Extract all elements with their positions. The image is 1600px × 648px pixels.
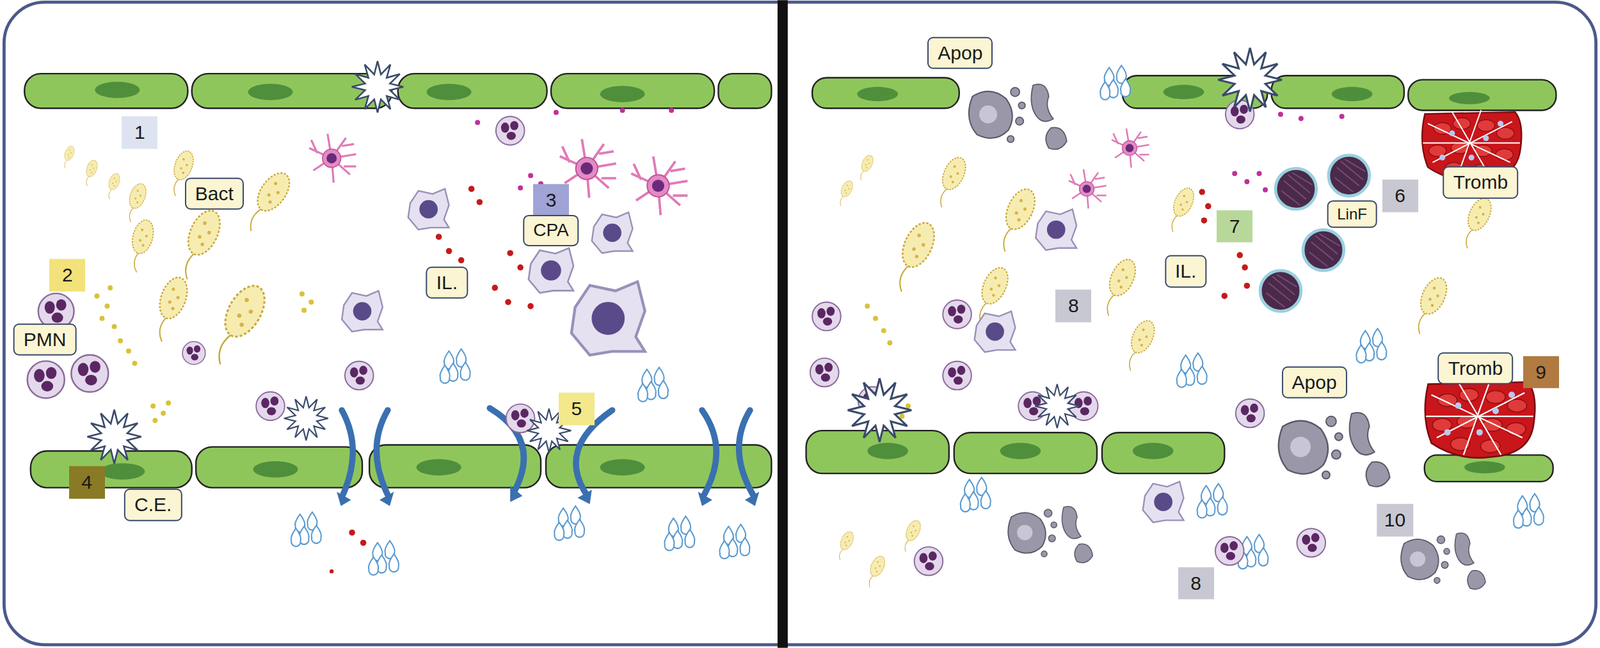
apoptotic-cells <box>968 84 1486 590</box>
callout-number: 8 <box>1055 289 1092 323</box>
dendritic-cells <box>309 128 1149 216</box>
arrow-heads <box>336 485 760 507</box>
neutrophils <box>27 100 1326 576</box>
bacterial-particles <box>94 285 911 424</box>
part-label: Tromb <box>1438 352 1514 385</box>
injury-stars <box>87 48 1282 464</box>
bacteria <box>60 144 1496 590</box>
callout-number: 8 <box>1178 567 1215 601</box>
part-label: LinF <box>1326 200 1378 229</box>
callout-number: 4 <box>69 466 105 500</box>
part-label: Apop <box>1281 366 1348 400</box>
divider-bar <box>777 0 788 648</box>
callout-number: 9 <box>1523 356 1560 390</box>
callout-number: 1 <box>121 116 158 150</box>
leak-arrows <box>341 408 754 496</box>
callout-number: 3 <box>533 183 569 217</box>
part-label: Bact <box>184 177 244 211</box>
chemokine-dots <box>474 107 1344 192</box>
part-label: PMN <box>13 323 77 357</box>
cytokine-dots <box>329 185 1250 574</box>
callout-number: 6 <box>1382 179 1419 213</box>
lymphocytes <box>1260 155 1370 312</box>
part-label: IL. <box>1164 255 1207 288</box>
callout-number: 7 <box>1216 210 1253 244</box>
thrombi <box>1422 110 1535 459</box>
part-label: Apop <box>927 37 993 70</box>
callout-number: 2 <box>49 259 86 292</box>
antigen-presenting-cells <box>341 188 1184 523</box>
frame <box>3 1 1596 645</box>
part-label: C.E. <box>124 488 182 522</box>
part-label: IL. <box>426 266 468 299</box>
cell-nuclei <box>94 81 1505 480</box>
part-label: Tromb <box>1443 166 1519 200</box>
fluid-drops <box>291 65 1544 575</box>
part-label: CPA <box>522 215 580 246</box>
callout-number: 10 <box>1376 504 1414 537</box>
endothelial-cells <box>24 73 1556 488</box>
callout-number: 5 <box>558 392 595 426</box>
